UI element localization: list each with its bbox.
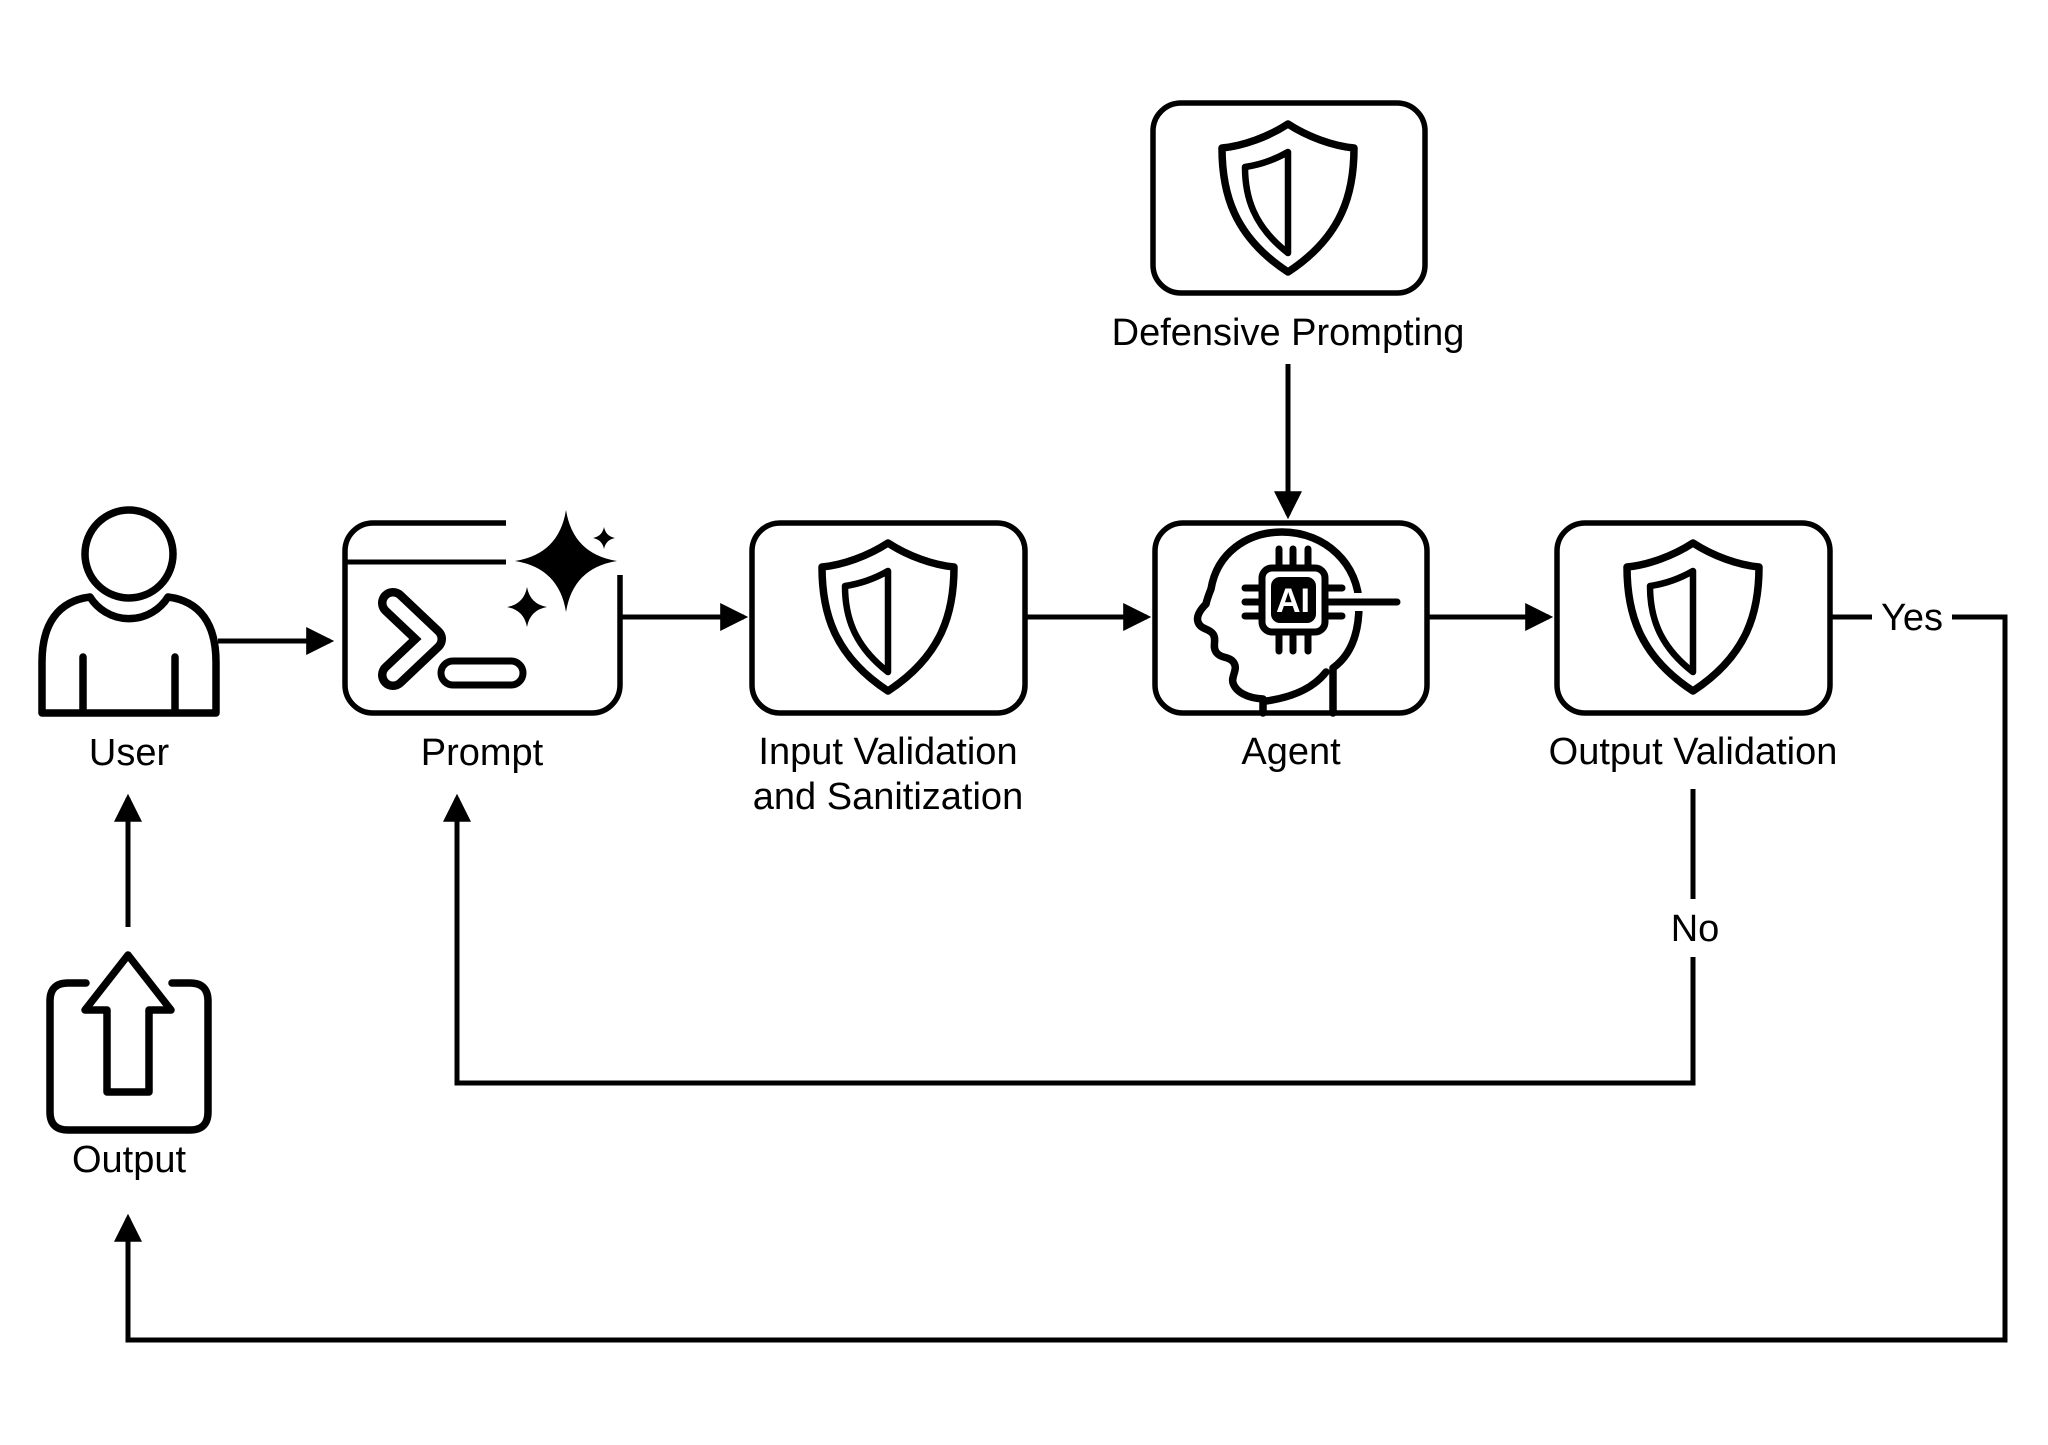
input-validation-label-line2: and Sanitization <box>753 776 1023 818</box>
prompt-label: Prompt <box>421 732 544 774</box>
ai-head-icon: AI <box>1193 528 1401 717</box>
no-edge-label: No <box>1671 908 1720 950</box>
input-validation-node <box>749 520 1028 716</box>
output-label: Output <box>72 1139 187 1181</box>
user-node <box>38 506 220 717</box>
upload-icon <box>46 951 212 1134</box>
user-label: User <box>89 732 170 774</box>
yes-loop-to-output <box>114 614 2008 1343</box>
defensive-prompting-node <box>1150 100 1428 296</box>
agent-label: Agent <box>1241 731 1341 773</box>
yes-edge-label: Yes <box>1881 597 1943 639</box>
defensive-prompting-label: Defensive Prompting <box>1112 312 1465 354</box>
output-validation-node <box>1554 520 1833 716</box>
input-validation-label-line1: Input Validation <box>758 731 1017 773</box>
chip-body <box>1271 577 1316 623</box>
agent-node: AI <box>1152 520 1430 717</box>
output-node <box>46 951 212 1134</box>
chip-text: AI <box>1276 582 1310 620</box>
sparkles-icon <box>507 510 617 627</box>
output-validation-label: Output Validation <box>1549 731 1838 773</box>
connectors <box>114 364 2008 1343</box>
terminal-prompt-icon <box>378 588 527 690</box>
no-loop-to-prompt <box>443 793 1696 1086</box>
prompt-node <box>342 503 630 716</box>
labels: User Prompt Input Validation and Sanitiz… <box>72 312 1943 1181</box>
user-icon <box>38 506 220 717</box>
